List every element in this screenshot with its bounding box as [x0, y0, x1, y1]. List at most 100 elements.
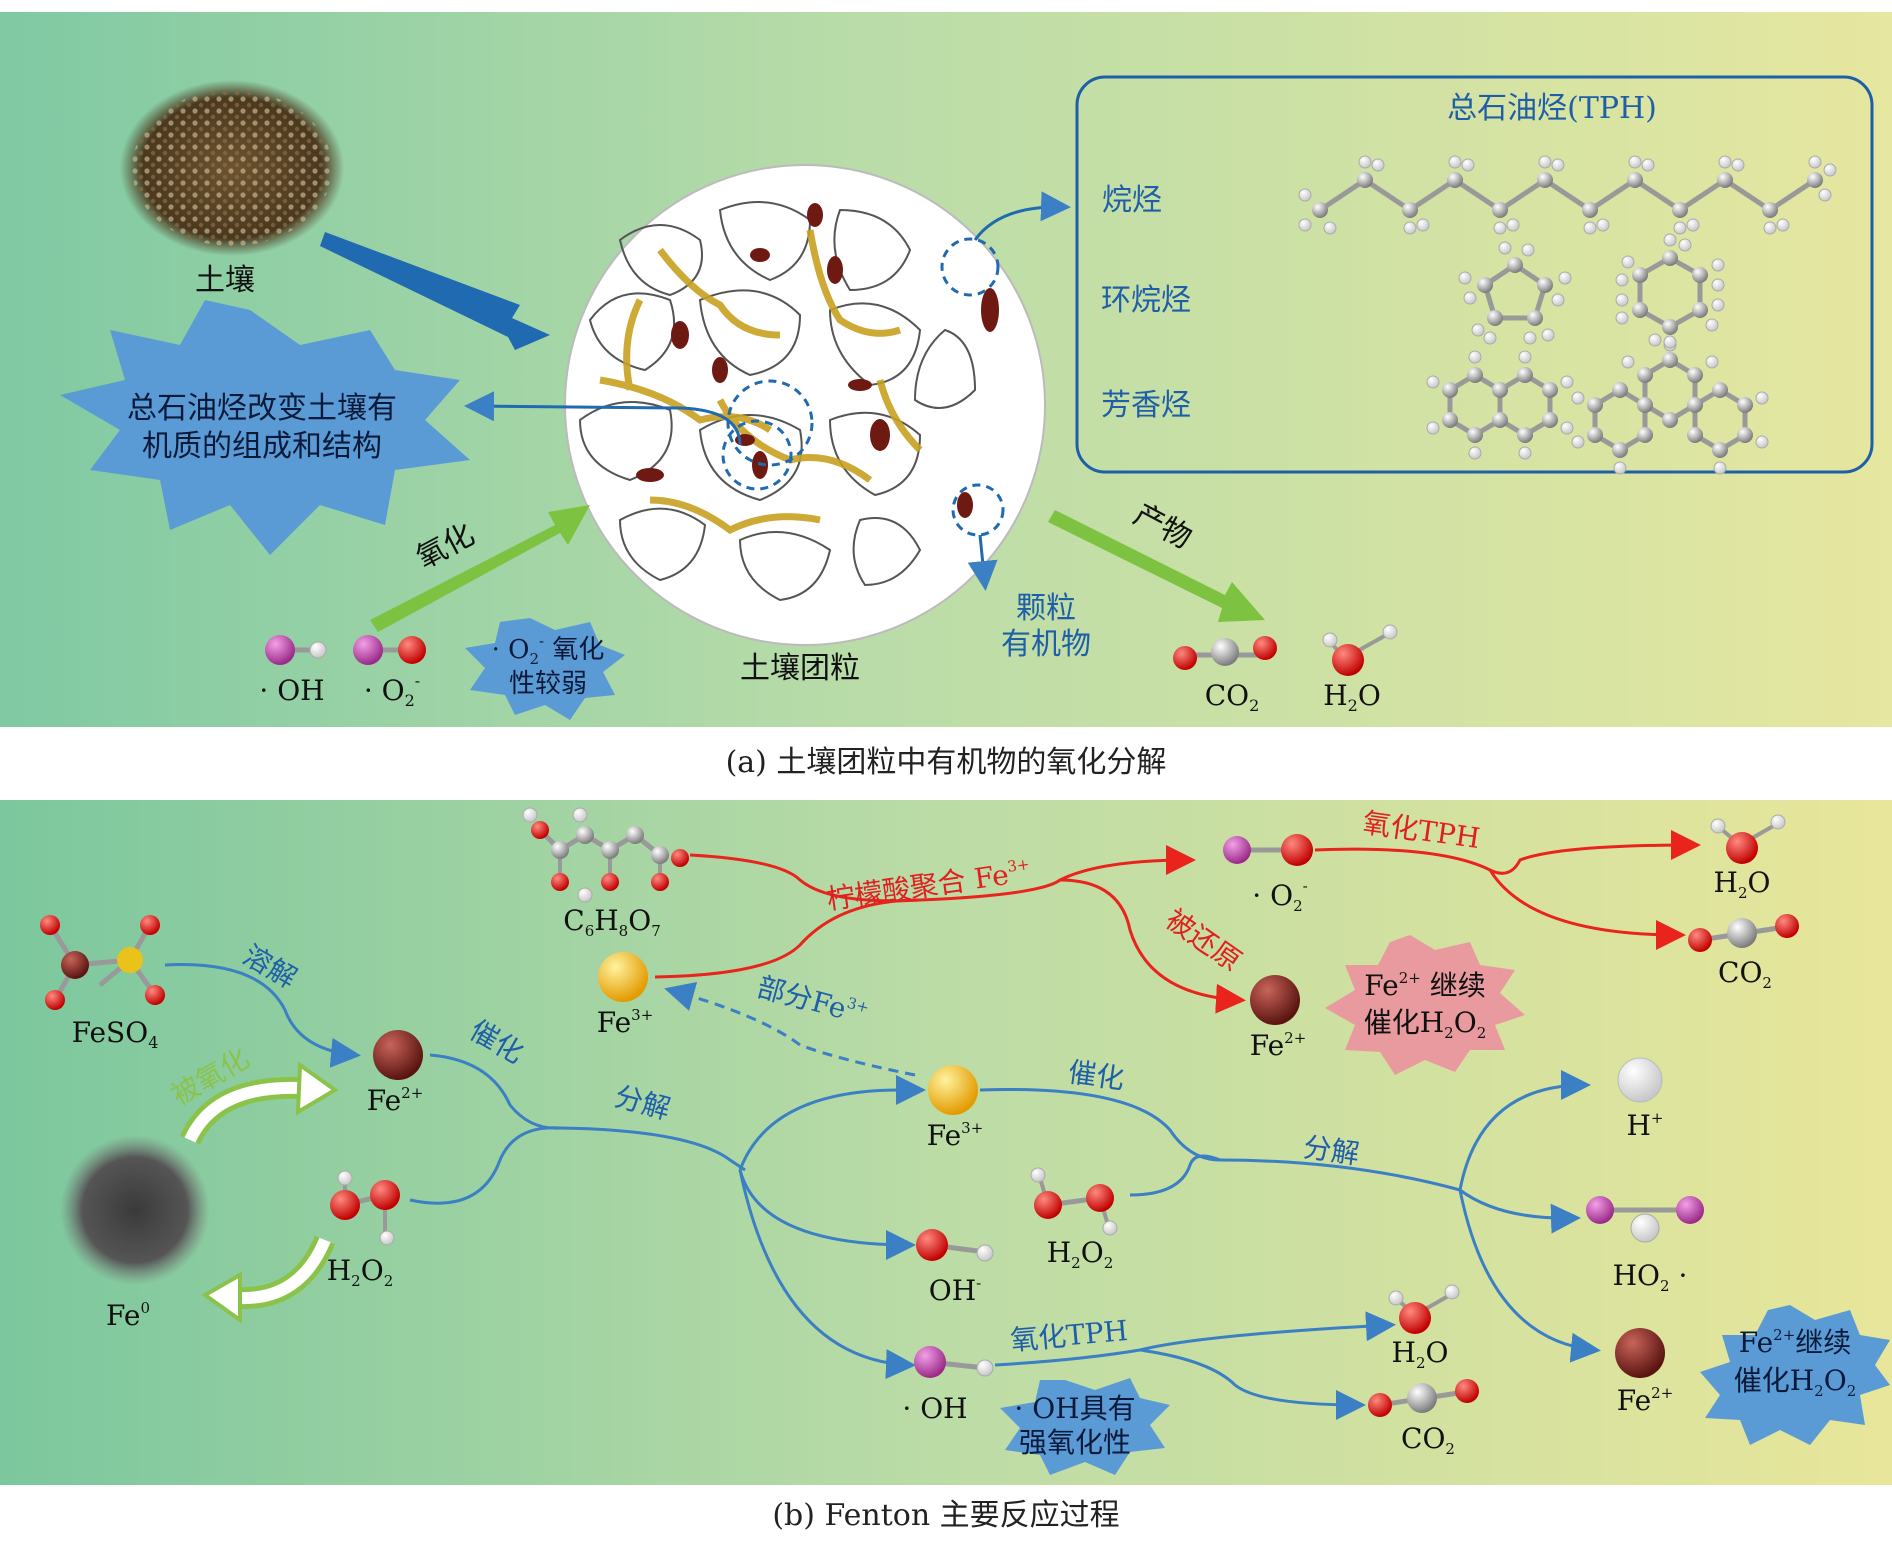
h2o2-label-left: H2O2 [327, 1254, 393, 1290]
blue-to-h2o [994, 1311, 1396, 1367]
fe2-continue-blue-line1: Fe2+继续 [1739, 1326, 1852, 1359]
oh-minus-molecule [916, 1229, 994, 1262]
oh-strong-starburst [1000, 1378, 1170, 1475]
soil-label: 土壤 [195, 263, 255, 298]
citric-acid-label: C6H8O7 [563, 904, 660, 940]
o2-weak-line1: · O2- 氧化 [492, 632, 605, 668]
soil-aggregate [564, 164, 1046, 646]
decompose-label-2: 分解 [1301, 1130, 1361, 1170]
partial-fe3-dashed-arrow [664, 981, 916, 1077]
red-to-co2 [1488, 869, 1686, 950]
fe2-atom-right [1615, 1328, 1665, 1378]
red-citric-to-o2 [689, 845, 1196, 903]
h2o-molecule-red [1710, 814, 1786, 864]
red-to-h2o [1314, 830, 1701, 875]
oxidation-arrow [370, 505, 590, 632]
fe2-label-right: Fe2+ [1617, 1384, 1674, 1417]
cyclohexane-molecule [1615, 233, 1725, 352]
cyclopentane-molecule [1458, 241, 1572, 345]
co2-molecule-red [1688, 914, 1799, 952]
soil-image [120, 80, 344, 256]
feso4-molecule [40, 915, 165, 1010]
o2-weak-starburst [465, 618, 625, 720]
co2-molecule-a [1173, 636, 1277, 670]
arrow-to-alkanes [973, 191, 1071, 241]
branch-to-ho2 [1459, 1188, 1581, 1234]
oh-radical-molecule-a [265, 635, 327, 665]
fe2-continue-starburst-red [1325, 935, 1525, 1075]
red-to-reduced [1059, 878, 1246, 1014]
ho2-radical-label: HO2 · [1613, 1259, 1688, 1295]
catalyze-line-left [429, 1053, 561, 1130]
oh-radical-label-b: · OH [902, 1392, 967, 1425]
fe0-label: Fe0 [106, 1299, 150, 1332]
fe2-continue-starburst-blue [1700, 1305, 1890, 1445]
arrow-to-starburst [464, 391, 742, 446]
fe3-atom-top [598, 952, 648, 1002]
oh-minus-label: OH- [929, 1274, 981, 1307]
tph-row-cycloalkane: 环烷烃 [1101, 283, 1191, 318]
arrow-to-particle-organic [967, 534, 998, 591]
particle-organic-line2: 有机物 [1001, 627, 1091, 662]
o2-weak-line2: 性较弱 [509, 669, 587, 699]
tph-row-alkane: 烷烃 [1102, 183, 1162, 218]
oh-radical-molecule-b [914, 1346, 994, 1378]
oh-strong-line2: 强氧化性 [1019, 1426, 1131, 1459]
alkane-molecule [1298, 155, 1837, 235]
fe2-label-mid: Fe2+ [1250, 1029, 1307, 1062]
starburst-line2: 机质的组成和结构 [142, 429, 382, 464]
oh-strong-line1: · OH具有 [1014, 1392, 1135, 1425]
fe2-continue-blue-line2: 催化H2O2 [1734, 1364, 1856, 1400]
caption-a: (a) 土壤团粒中有机物的氧化分解 [726, 745, 1167, 780]
starburst-line1: 总石油烃改变土壤有 [127, 391, 397, 426]
feso4-label: FeSO4 [72, 1016, 159, 1052]
h2o-label-red: H2O [1714, 866, 1771, 902]
o2-radical-molecule-a [353, 635, 426, 665]
fe2-label-left: Fe2+ [367, 1084, 424, 1117]
o2-radical-molecule-b [1223, 834, 1313, 866]
dissolve-arrow [164, 963, 361, 1068]
h2o-label-a: H2O [1323, 679, 1381, 715]
particle-organic-line1: 颗粒 [1016, 591, 1076, 626]
branch-to-oh-radical [738, 1169, 916, 1380]
tph-box [1075, 75, 1874, 474]
tph-row-aromatic: 芳香烃 [1101, 388, 1191, 423]
blue-to-co2 [1139, 1348, 1366, 1420]
h-plus-label: H+ [1627, 1109, 1664, 1142]
co2-label-blue: CO2 [1401, 1422, 1455, 1458]
product-arrow [1048, 510, 1265, 622]
citric-acid-molecule [522, 807, 689, 903]
polyaromatic-molecule [1571, 335, 1769, 475]
h2o2-merge-line-mid [1129, 1154, 1221, 1197]
decompose-line-mid [1219, 1158, 1461, 1192]
naphthalene-molecule [1426, 350, 1574, 460]
branch-to-oh-minus [738, 1169, 916, 1260]
fe2-atom-left [373, 1030, 423, 1080]
h2o-molecule-a [1322, 624, 1398, 676]
aggregate-label: 土壤团粒 [740, 651, 860, 686]
branch-to-fe2-right [1458, 1189, 1601, 1363]
oxidized-arrow-up [179, 1061, 339, 1145]
co2-label-red: CO2 [1718, 956, 1772, 992]
fe3-label-top: Fe3+ [597, 1006, 654, 1039]
catalyze-label-2: 催化 [1066, 1055, 1126, 1095]
fe2-continue-red-line1: Fe2+ 继续 [1364, 969, 1486, 1002]
h-plus-atom [1617, 1057, 1663, 1103]
fe3-atom-mid [928, 1065, 978, 1115]
h2o2-label-mid: H2O2 [1047, 1236, 1113, 1272]
fe3-label-mid: Fe3+ [927, 1119, 984, 1152]
caption-b: (b) Fenton 主要反应过程 [772, 1498, 1119, 1533]
tph-box-title: 总石油烃(TPH) [1447, 91, 1657, 126]
ho2-radical-molecule [1586, 1196, 1704, 1243]
red-fe3-merge [654, 898, 921, 979]
fe2-continue-red-line2: 催化H2O2 [1364, 1006, 1486, 1042]
o2-radical-label-b: · O2- [1252, 877, 1307, 915]
h2o-label-blue: H2O [1392, 1336, 1449, 1372]
co2-label-a: CO2 [1205, 679, 1260, 715]
oh-radical-label-a: · OH [259, 674, 324, 707]
branch-to-fe3 [738, 1075, 926, 1171]
branch-to-h-plus [1458, 1070, 1591, 1191]
catalyze-line-mid [979, 1088, 1221, 1162]
